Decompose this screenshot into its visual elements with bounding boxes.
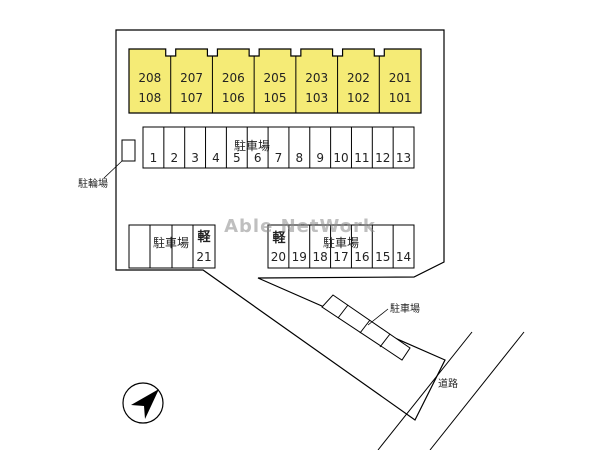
unit-number-205: 205: [264, 71, 287, 85]
space-16: 16: [354, 250, 369, 264]
parking-left-label: 駐車場: [153, 235, 189, 250]
unit-number-103: 103: [305, 91, 328, 105]
space-12: 12: [375, 151, 390, 165]
unit-number-101: 101: [389, 91, 412, 105]
parking-main-label: 駐車場: [234, 138, 270, 153]
space-17: 17: [333, 250, 348, 264]
bicycle-label: 駐輪場: [78, 177, 108, 190]
building: 208 108 207 107 206 106 205 105 203 103 202 102 201 1…: [128, 48, 422, 114]
unit-number-207: 207: [180, 71, 203, 85]
space-20: 20: [271, 250, 286, 264]
parking-diagonal: [321, 294, 411, 361]
parking-diag-label: 駐車場: [390, 302, 420, 315]
space-11: 11: [354, 151, 369, 165]
space-10: 10: [333, 151, 348, 165]
space-2: 2: [170, 151, 178, 165]
road-label: 道路: [438, 377, 458, 390]
space-3: 3: [191, 151, 199, 165]
space-1: 1: [150, 151, 158, 165]
unit-number-106: 106: [222, 91, 245, 105]
space-7: 7: [275, 151, 283, 165]
kei-label-left: 軽: [197, 229, 211, 245]
unit-number-202: 202: [347, 71, 370, 85]
space-15: 15: [375, 250, 390, 264]
space-18: 18: [313, 250, 328, 264]
bicycle-rack: [121, 139, 136, 162]
watermark: Able NetWork: [224, 216, 376, 237]
space-6: 6: [254, 151, 262, 165]
road-edge-right: [429, 331, 525, 450]
unit-number-206: 206: [222, 71, 245, 85]
parking-diag-leader-line: [367, 308, 389, 326]
unit-number-208: 208: [138, 71, 161, 85]
parking-right: 軽 駐車場 20 19 18 17 16 15 14: [267, 224, 415, 269]
space-21: 21: [196, 250, 211, 264]
space-19: 19: [292, 250, 307, 264]
unit-number-102: 102: [347, 91, 370, 105]
north-arrow-icon: [122, 382, 164, 424]
unit-number-105: 105: [264, 91, 287, 105]
road-edge-left: [377, 331, 473, 450]
bicycle-leader-line: [103, 160, 123, 179]
unit-number-108: 108: [138, 91, 161, 105]
space-4: 4: [212, 151, 220, 165]
space-9: 9: [316, 151, 324, 165]
parking-right-label: 駐車場: [323, 235, 359, 250]
space-14: 14: [396, 250, 411, 264]
unit-number-107: 107: [180, 91, 203, 105]
space-13: 13: [396, 151, 411, 165]
building-outline: [128, 48, 422, 114]
unit-number-201: 201: [389, 71, 412, 85]
space-8: 8: [296, 151, 304, 165]
parking-left: 駐車場 軽 21: [128, 224, 216, 269]
unit-number-203: 203: [305, 71, 328, 85]
space-5: 5: [233, 151, 241, 165]
kei-label-right: 軽: [272, 230, 286, 246]
